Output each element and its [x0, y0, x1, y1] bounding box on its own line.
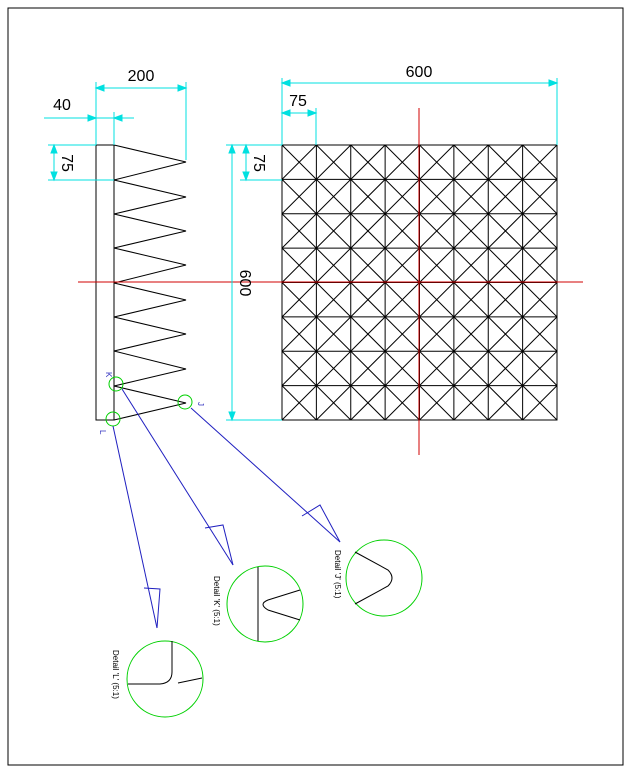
grid-cell-diagonal: [316, 282, 352, 318]
dim-grid-height: 600: [236, 270, 253, 297]
grid-cell-diagonal: [350, 179, 386, 215]
center-lines: [78, 108, 583, 455]
grid-cell-diagonal: [453, 213, 489, 249]
grid-cell-diagonal: [453, 385, 489, 421]
grid-cell-diagonal: [522, 282, 558, 318]
grid-cell-diagonal: [281, 179, 317, 215]
grid-cell-diagonal: [281, 144, 317, 180]
grid-cell-diagonal: [316, 247, 352, 283]
grid-cell-diagonal: [281, 316, 317, 352]
grid-cell-diagonal: [316, 213, 352, 249]
grid-cell-diagonal: [384, 316, 420, 352]
grid-cell-diagonal: [350, 385, 386, 421]
grid-cell-diagonal: [419, 316, 455, 352]
marker-label-k: K: [104, 372, 113, 378]
marker-label-j: J: [196, 402, 205, 406]
grid-cell-diagonal: [316, 385, 352, 421]
detail-circle-l: [126, 640, 204, 718]
grid-cell-diagonal: [384, 213, 420, 249]
detail-leaders: [112, 388, 341, 629]
grid-cell-diagonal: [487, 282, 523, 318]
grid-cell-diagonal: [487, 316, 523, 352]
grid-cell-diagonal: [419, 350, 455, 386]
grid-cell-diagonal: [453, 316, 489, 352]
grid-cell-diagonal: [453, 247, 489, 283]
grid-cell-diagonal: [522, 213, 558, 249]
grid-cell-diagonal: [384, 350, 420, 386]
dim-grid-width: 600: [406, 64, 433, 81]
detail-l-corner: [128, 641, 173, 685]
grid-cell-diagonal: [522, 144, 558, 180]
detail-l: [126, 640, 204, 718]
dim-profile-pitch: 75: [58, 154, 75, 172]
leader-k: [121, 388, 234, 566]
marker-circle-k: [108, 376, 124, 392]
grid-cell-diagonal: [522, 350, 558, 386]
grid-cell-diagonal: [281, 350, 317, 386]
grid-cell-diagonal: [384, 247, 420, 283]
grid-cell-diagonal: [419, 385, 455, 421]
leader-j: [190, 407, 341, 543]
grid-cell-diagonal: [522, 179, 558, 215]
grid-cell-diagonal: [316, 350, 352, 386]
detail-j: [345, 539, 423, 617]
leader-l: [112, 425, 158, 629]
detail-k-notch: [262, 589, 301, 621]
drawing-border: [7, 7, 624, 766]
dim-profile-depth: 40: [53, 97, 71, 114]
grid-cell-diagonal: [522, 385, 558, 421]
grid-cell-diagonal: [281, 213, 317, 249]
grid-cell-diagonal: [419, 282, 455, 318]
grid-cell-diagonal: [419, 179, 455, 215]
grid-cell-diagonal: [281, 247, 317, 283]
profile-dimensions: [44, 82, 188, 182]
grid-cell-diagonal: [453, 179, 489, 215]
grid-cell-diagonal: [487, 213, 523, 249]
grid-cell-diagonal: [487, 179, 523, 215]
dim-grid-cell-vertical: 75: [250, 154, 267, 172]
grid-cell-diagonal: [350, 282, 386, 318]
detail-k-label: Detail 'K' (5:1): [212, 576, 221, 626]
dim-grid-cell: 75: [289, 93, 307, 110]
detail-j-label: Detail 'J' (5:1): [333, 550, 342, 599]
detail-circle-j: [345, 539, 423, 617]
profile-zigzag: [113, 144, 187, 421]
marker-circle-j: [177, 394, 193, 410]
grid-cell-diagonal: [384, 144, 420, 180]
grid-cell-diagonal: [316, 316, 352, 352]
grid-cell-diagonal: [487, 247, 523, 283]
grid-cell-diagonal: [453, 144, 489, 180]
grid-cell-diagonal: [350, 144, 386, 180]
grid-cell-diagonal: [487, 385, 523, 421]
grid-cell-diagonal: [350, 247, 386, 283]
detail-circle-k: [226, 565, 304, 643]
detail-l-label: Detail 'L' (5:1): [111, 650, 120, 699]
grid-cell-diagonal: [350, 350, 386, 386]
grid-cell-diagonal: [316, 144, 352, 180]
grid-cell-diagonal: [384, 385, 420, 421]
grid-cell-diagonal: [384, 179, 420, 215]
grid-cell-diagonal: [350, 316, 386, 352]
marker-label-l: L: [98, 430, 107, 435]
grid-cell-diagonal: [281, 282, 317, 318]
grid-cell-diagonal: [419, 213, 455, 249]
dim-profile-width: 200: [128, 68, 155, 85]
grid-cell-diagonal: [281, 385, 317, 421]
grid-cell-diagonal: [384, 282, 420, 318]
grid-cell-diagonal: [453, 350, 489, 386]
grid-dimensions: [226, 78, 559, 422]
grid-cell-diagonal: [522, 247, 558, 283]
grid-cell-diagonal: [487, 350, 523, 386]
grid-cell-diagonal: [522, 316, 558, 352]
grid-cell-diagonal: [487, 144, 523, 180]
detail-j-notch: [354, 551, 393, 605]
grid-cell-diagonal: [316, 179, 352, 215]
grid-cell-diagonal: [419, 144, 455, 180]
grid-cell-diagonal: [350, 213, 386, 249]
detail-k: [226, 565, 304, 643]
grid-cell-diagonal: [419, 247, 455, 283]
grid-cell-diagonal: [453, 282, 489, 318]
